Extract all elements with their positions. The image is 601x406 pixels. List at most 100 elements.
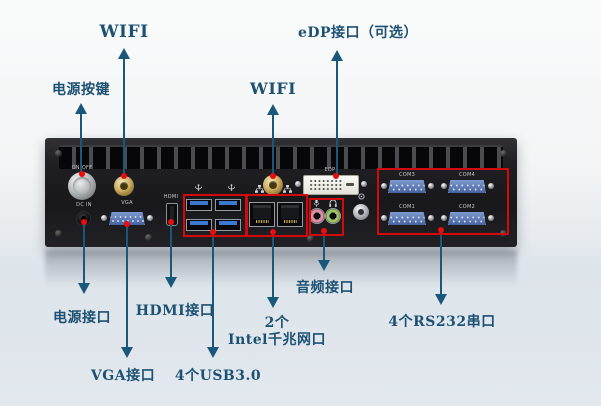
- callout-lan-line2: Intel千兆网口: [228, 332, 326, 348]
- arrow-line: [272, 234, 274, 298]
- vga-label: VGA: [121, 200, 133, 206]
- marker-dot-dc-in: [81, 219, 87, 225]
- callout-hdmi: HDMI接口: [135, 303, 215, 319]
- arrow-down-icon: [165, 277, 177, 288]
- network-icon: [283, 185, 292, 193]
- screw-icon: [428, 183, 434, 189]
- callout-vga: VGA接口: [90, 368, 156, 384]
- callout-wifi-1: WIFI: [99, 22, 149, 42]
- screw-icon: [55, 230, 62, 237]
- com3-serial-port[interactable]: [388, 180, 426, 193]
- arrow-line: [80, 113, 82, 174]
- arrow-line: [336, 60, 338, 176]
- screw-icon: [147, 215, 153, 221]
- arrow-up-icon: [331, 50, 343, 61]
- com2-serial-port[interactable]: [448, 212, 486, 225]
- screw-icon: [381, 215, 387, 221]
- audio-highlight-box: [309, 198, 344, 236]
- vent-slots: [59, 145, 503, 169]
- arrow-down-icon: [435, 294, 447, 305]
- hdmi-label: HDMI: [163, 194, 179, 200]
- marker-dot-power-button: [79, 171, 85, 177]
- edp-port[interactable]: [303, 175, 359, 195]
- vga-port[interactable]: [109, 212, 145, 225]
- arrow-up-icon: [118, 48, 130, 59]
- callout-lan: 2个 Intel千兆网口: [210, 315, 344, 349]
- screw-icon: [307, 235, 314, 242]
- marker-dot-wifi-1: [121, 173, 127, 179]
- network-icon: [255, 185, 264, 193]
- screw-icon: [441, 215, 447, 221]
- wifi-antenna-connector-2[interactable]: [263, 175, 283, 195]
- com4-serial-port[interactable]: [448, 180, 486, 193]
- callout-usb: 4个USB3.0: [174, 368, 262, 384]
- callout-power-button: 电源按键: [52, 82, 110, 98]
- headphone-icon: [329, 199, 337, 207]
- screw-icon: [488, 183, 494, 189]
- arrow-down-icon: [78, 283, 90, 294]
- arrow-line: [440, 232, 442, 295]
- com3-label: COM3: [398, 172, 416, 178]
- marker-dot-hdmi: [168, 219, 174, 225]
- arrow-down-icon: [267, 297, 279, 308]
- arrow-line: [212, 234, 214, 348]
- callout-wifi-2: WIFI: [249, 79, 297, 98]
- mic-in-jack[interactable]: [310, 209, 324, 223]
- arrow-line: [272, 114, 274, 176]
- usb3-port[interactable]: [186, 199, 212, 211]
- headphone-out-jack[interactable]: [326, 209, 340, 223]
- arrow-down-icon: [207, 347, 219, 358]
- screw-icon: [361, 181, 367, 187]
- screw-icon: [500, 150, 507, 157]
- screw-icon: [295, 181, 301, 187]
- wifi-antenna-connector-1[interactable]: [114, 176, 134, 196]
- arrow-down-icon: [121, 347, 133, 358]
- arrow-up-icon: [75, 103, 87, 114]
- arrow-line: [126, 226, 128, 348]
- marker-dot-usb: [210, 229, 216, 235]
- usb-trident-icon: [228, 184, 235, 191]
- callout-rs232: 4个RS232串口: [388, 314, 496, 330]
- marker-dot-lan: [270, 229, 276, 235]
- chassis: ON/OFF DC IN VGA HDMI EDP: [45, 138, 517, 247]
- ethernet-port[interactable]: [277, 202, 303, 227]
- arrow-up-icon: [267, 104, 279, 115]
- antenna-hole-icon: [358, 193, 365, 200]
- com1-serial-port[interactable]: [388, 212, 426, 225]
- screw-icon: [381, 183, 387, 189]
- dc-in-label: DC IN: [76, 202, 92, 208]
- screw-icon: [145, 234, 152, 241]
- reserved-round-connector[interactable]: [353, 204, 369, 220]
- marker-dot-audio: [321, 228, 327, 234]
- com-highlight-box: [377, 168, 509, 235]
- chassis-reflection: [45, 250, 517, 286]
- usb3-port[interactable]: [186, 219, 212, 231]
- screw-icon: [428, 215, 434, 221]
- screw-icon: [488, 215, 494, 221]
- marker-dot-com: [438, 227, 444, 233]
- usb-trident-icon: [195, 184, 202, 191]
- screw-icon: [55, 150, 62, 157]
- marker-dot-vga: [124, 221, 130, 227]
- microphone-icon: [313, 199, 320, 207]
- arrow-line: [123, 58, 125, 176]
- arrow-line: [83, 222, 85, 284]
- callout-edp: eDP接口（可选）: [297, 25, 419, 41]
- callout-lan-line1: 2个: [264, 315, 290, 331]
- edp-label: EDP: [324, 167, 336, 173]
- usb3-port[interactable]: [215, 219, 241, 231]
- screw-icon: [101, 215, 107, 221]
- marker-dot-edp: [333, 173, 339, 179]
- com2-label: COM2: [458, 204, 476, 210]
- ethernet-port[interactable]: [249, 202, 275, 227]
- marker-dot-wifi-2: [270, 173, 276, 179]
- arrow-line: [323, 233, 325, 261]
- com4-label: COM4: [458, 172, 476, 178]
- callout-audio: 音频接口: [296, 280, 354, 296]
- callout-power-in: 电源接口: [53, 310, 111, 326]
- usb3-port[interactable]: [215, 199, 241, 211]
- arrow-line: [170, 224, 172, 278]
- com1-label: COM1: [398, 204, 416, 210]
- lan-highlight-box: [246, 194, 308, 237]
